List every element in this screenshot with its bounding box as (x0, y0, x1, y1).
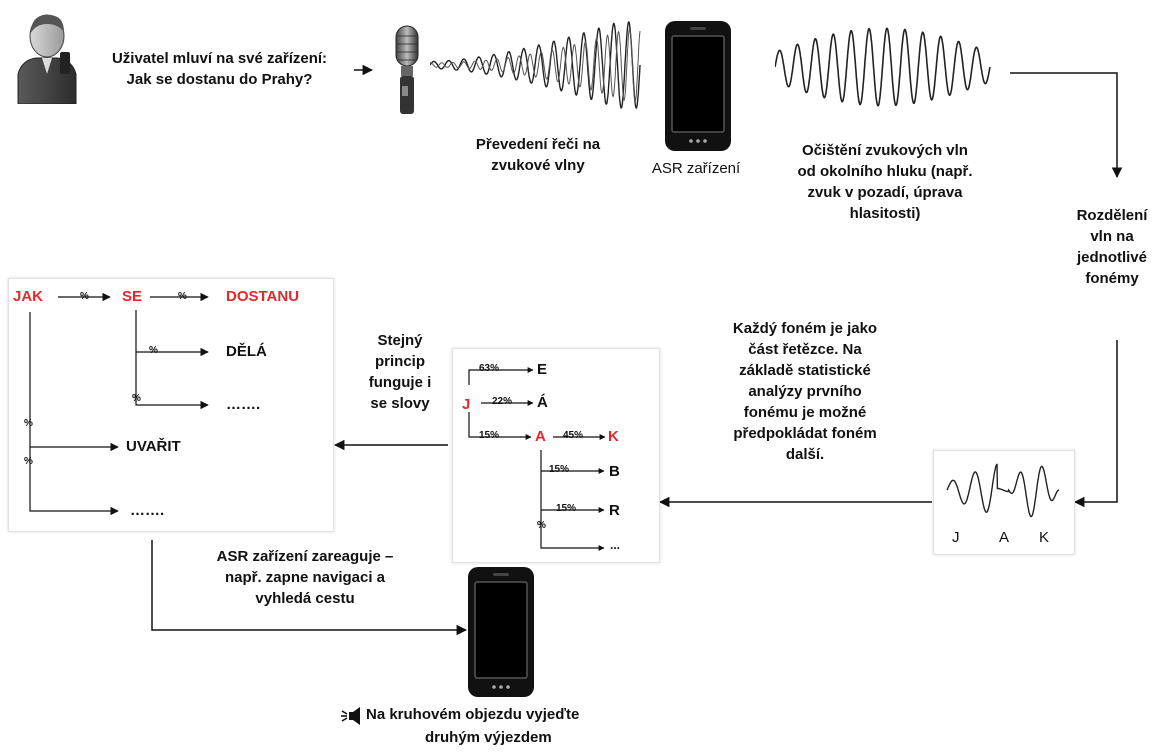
chain-line3: základě statistické (739, 362, 871, 379)
arrow-words-to-device (151, 540, 468, 636)
phoneme-node-e: E (537, 361, 548, 378)
word-pct-more2: % (24, 456, 33, 467)
phoneme-node-a: A (535, 428, 546, 445)
words-text: Stejný princip funguje i se slovy (350, 330, 450, 414)
phoneme-node-more: ... (610, 538, 621, 552)
word-tree-lines (29, 292, 209, 516)
word-node-jak: JAK (13, 288, 44, 305)
waves-line1: Převedení řeči na (475, 136, 601, 153)
words-line1: Stejný (377, 332, 423, 349)
chain-line7: další. (785, 446, 825, 463)
word-pct-se: % (80, 291, 89, 302)
output-line1: Na kruhovém objezdu vyjeďte (366, 706, 580, 723)
clean-line4: hlasitosti) (849, 205, 921, 222)
phoneme-pct-r: 15% (556, 503, 577, 514)
output-line2: druhým výjezdem (425, 729, 552, 746)
phoneme-label-a: A (999, 529, 1010, 546)
phoneme-pct-e: 63% (479, 363, 500, 374)
react-line2: např. zapne navigaci a (224, 569, 386, 586)
chain-line2: část řetězce. Na (748, 341, 862, 358)
arrow-clean-to-split (1010, 72, 1123, 179)
user-speech-line2: Jak se dostanu do Prahy? (126, 71, 313, 88)
word-tree-box (8, 278, 334, 532)
split-line1: Rozdělení (1076, 207, 1148, 224)
word-node-more2: ……. (130, 502, 165, 519)
chain-line6: předpokládat foném (733, 425, 877, 442)
words-line3: funguje i (368, 374, 432, 391)
waves-text: Převedení řeči na zvukové vlny (438, 134, 638, 176)
user-icon (17, 14, 77, 104)
microphone-icon (395, 25, 419, 114)
word-pct-dela: % (149, 345, 158, 356)
word-pct-uvarit: % (24, 418, 33, 429)
split-line3: jednotlivé (1076, 249, 1147, 266)
words-line4: se slovy (370, 395, 430, 412)
phoneme-pct-k: 45% (563, 430, 584, 441)
react-line3: vyhledá cestu (255, 590, 355, 607)
clean-text: Očištění zvukových vln od okolního hluku… (762, 140, 1008, 224)
react-line1: ASR zařízení zareaguje – (216, 548, 394, 565)
smartphone-icon (665, 21, 731, 151)
split-line4: fonémy (1085, 270, 1139, 287)
speaker-icon (341, 707, 360, 725)
split-line2: vln na (1090, 228, 1134, 245)
phoneme-tree-box (452, 348, 660, 563)
user-speech-line1: Uživatel mluví na své zařízení: (111, 50, 328, 67)
phoneme-label-j: J (952, 529, 960, 546)
word-node-uvarit: UVAŘIT (126, 438, 181, 455)
output-smartphone-icon (468, 567, 534, 697)
chain-line1: Každý foném je jako (732, 320, 878, 337)
phoneme-node-b: B (609, 463, 620, 480)
word-node-dela: DĚLÁ (226, 343, 267, 360)
clean-line2: od okolního hluku (např. (797, 163, 973, 180)
clean-line3: zvuk v pozadí, úprava (807, 184, 963, 201)
user-speech-text: Uživatel mluví na své zařízení: Jak se d… (82, 48, 357, 90)
chain-line4: analýzy prvního (748, 383, 862, 400)
sound-wave-clean (775, 27, 991, 107)
phoneme-tree-lines (468, 367, 606, 551)
phoneme-node-a-acute: Á (537, 394, 548, 411)
arrow-split-to-phonemes (1073, 340, 1118, 508)
word-node-dostanu: DOSTANU (226, 288, 300, 305)
phoneme-pct-b: 15% (549, 464, 570, 475)
phoneme-pct-more: % (537, 520, 546, 531)
phoneme-root-j: J (462, 396, 471, 413)
phoneme-node-k: K (608, 428, 619, 445)
word-pct-more1: % (132, 393, 141, 404)
phoneme-pct-a: 15% (479, 430, 500, 441)
words-line2: princip (374, 353, 425, 370)
phoneme-waves-box: J A K (933, 450, 1075, 555)
split-text: Rozdělení vln na jednotlivé fonémy (1060, 205, 1164, 289)
waves-line2: zvukové vlny (491, 157, 585, 174)
word-node-se: SE (122, 288, 143, 305)
clean-line1: Očištění zvukových vln (802, 142, 968, 159)
phoneme-node-r: R (609, 502, 620, 519)
sound-wave-raw (430, 20, 641, 110)
chain-text: Každý foném je jako část řetězce. Na zák… (690, 318, 920, 465)
chain-line5: fonému je možné (743, 404, 867, 421)
asr-device-label: ASR zařízení (651, 160, 741, 177)
phoneme-pct-a-acute: 22% (492, 396, 513, 407)
word-pct-dostanu: % (178, 291, 187, 302)
phoneme-waves (946, 463, 1060, 518)
word-node-more1: ……. (226, 396, 261, 413)
react-text: ASR zařízení zareaguje – např. zapne nav… (180, 546, 430, 609)
phoneme-label-k: K (1039, 529, 1050, 546)
